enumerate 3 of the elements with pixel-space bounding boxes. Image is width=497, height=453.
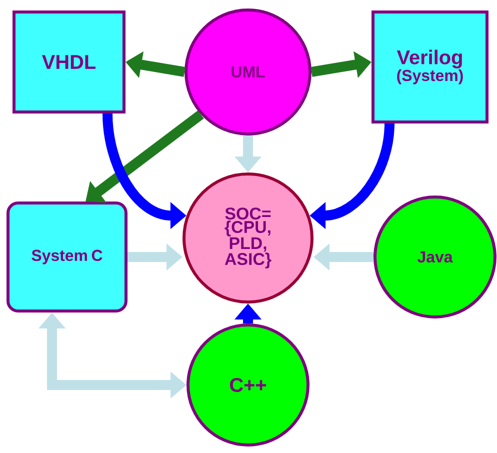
language-box: System C	[6, 201, 128, 312]
language-box: Verilog (System)	[372, 10, 488, 124]
language-box: VHDL	[12, 10, 126, 114]
